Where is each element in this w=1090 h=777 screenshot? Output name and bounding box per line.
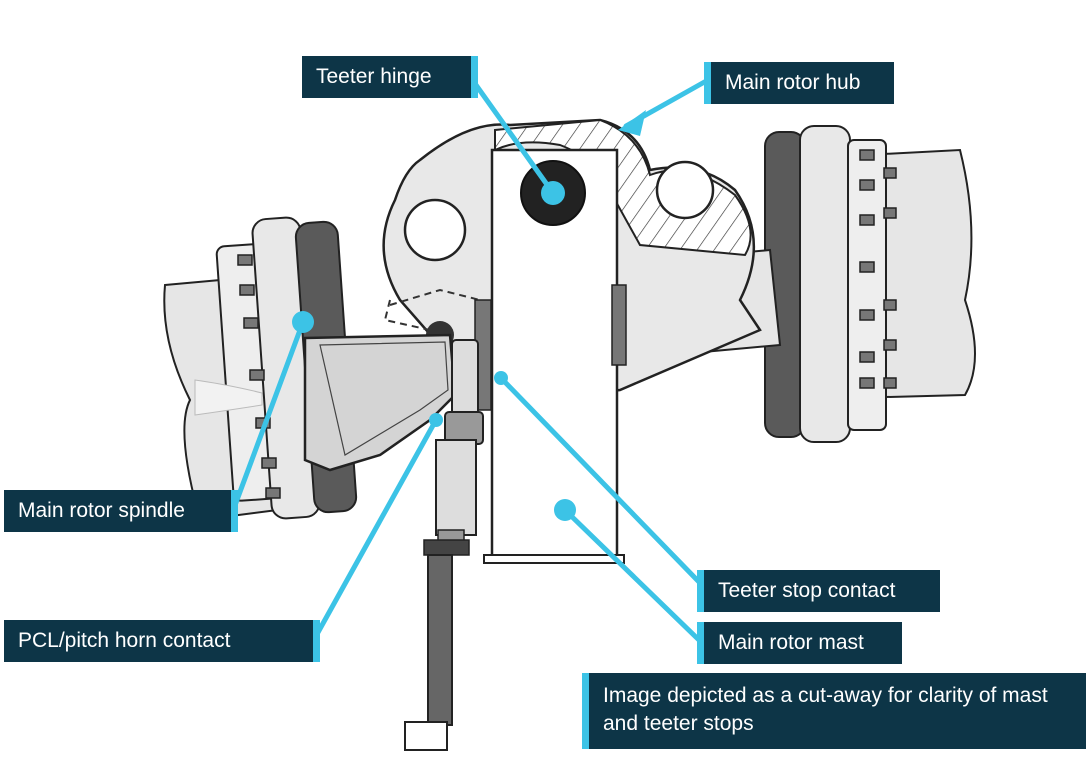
right-blade-assembly — [764, 125, 976, 443]
label-teeter-hinge: Teeter hinge — [302, 56, 478, 98]
label-main-rotor-spindle: Main rotor spindle — [4, 490, 238, 532]
pitch-change-link — [404, 339, 484, 751]
label-pcl-pitch-horn-contact: PCL/pitch horn contact — [4, 620, 320, 662]
leader-lines — [231, 77, 711, 644]
pitch-horn — [303, 333, 457, 472]
label-teeter-stop-contact: Teeter stop contact — [697, 570, 940, 612]
label-main-rotor-hub: Main rotor hub — [704, 62, 894, 104]
label-main-rotor-mast: Main rotor mast — [697, 622, 902, 664]
label-cutaway-note: Image depicted as a cut-away for clarity… — [582, 673, 1086, 749]
leader-endpoints — [292, 110, 646, 521]
